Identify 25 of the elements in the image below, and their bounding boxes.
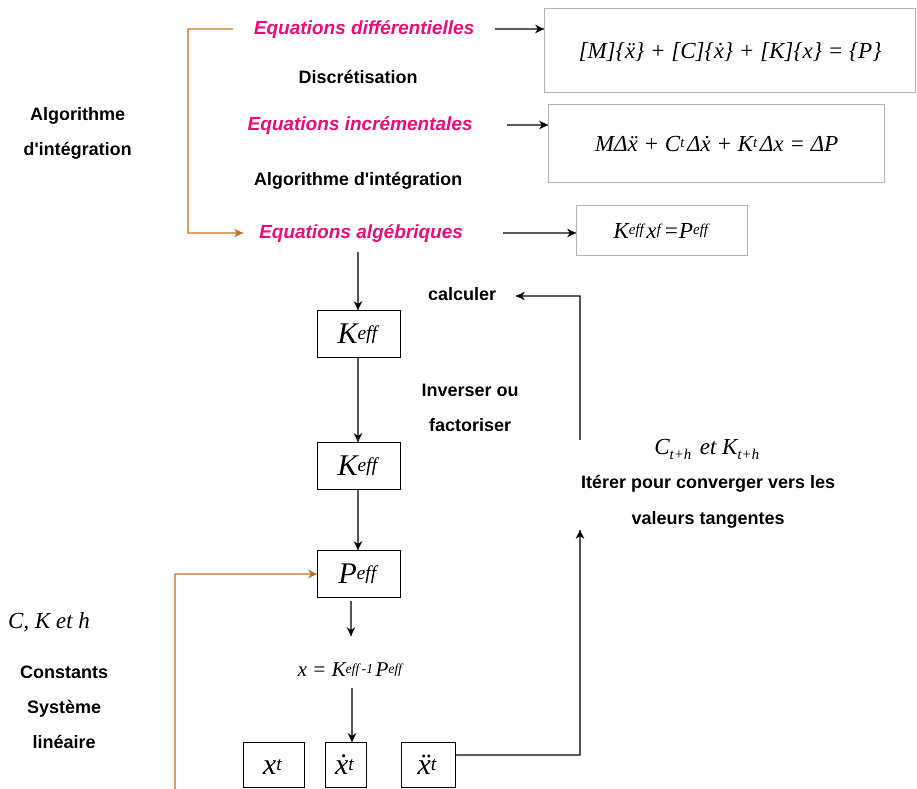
- equation-box: [M]{ẍ} + [C]{ẋ} + [K]{x} = {P}: [544, 8, 916, 93]
- step-label: Discrétisation: [297, 66, 419, 89]
- equation-heading: Equations incrémentales: [231, 110, 489, 140]
- arrow: [187, 28, 243, 238]
- arrow: [348, 688, 356, 742]
- arrow: [456, 530, 584, 756]
- side-label: Constants Système linéaire: [18, 661, 109, 754]
- formula-text: C, K et h: [8, 607, 91, 635]
- arrow: [507, 120, 548, 130]
- step-label: calculer: [408, 278, 516, 310]
- step-label: Algorithme d'intégration: [252, 168, 464, 191]
- arrow: [354, 252, 362, 310]
- arrow: [174, 570, 317, 789]
- arrow: [354, 358, 362, 442]
- arrow: [503, 228, 576, 238]
- arrow: [495, 24, 544, 34]
- formula-text: C$_{t+h}$ et K$_{t+h}$: [654, 434, 760, 464]
- note-text: Itérer pour converger vers les valeurs tangentes: [580, 471, 836, 530]
- side-label: Algorithme d'intégration: [22, 103, 133, 161]
- arrow: [516, 292, 581, 440]
- step-label: Inverser ou factoriser: [420, 379, 520, 437]
- arrow: [354, 490, 362, 550]
- arrow: [346, 601, 356, 636]
- equation-heading: Equations algébriques: [243, 218, 479, 248]
- equation-heading: Equations différentielles: [233, 14, 495, 44]
